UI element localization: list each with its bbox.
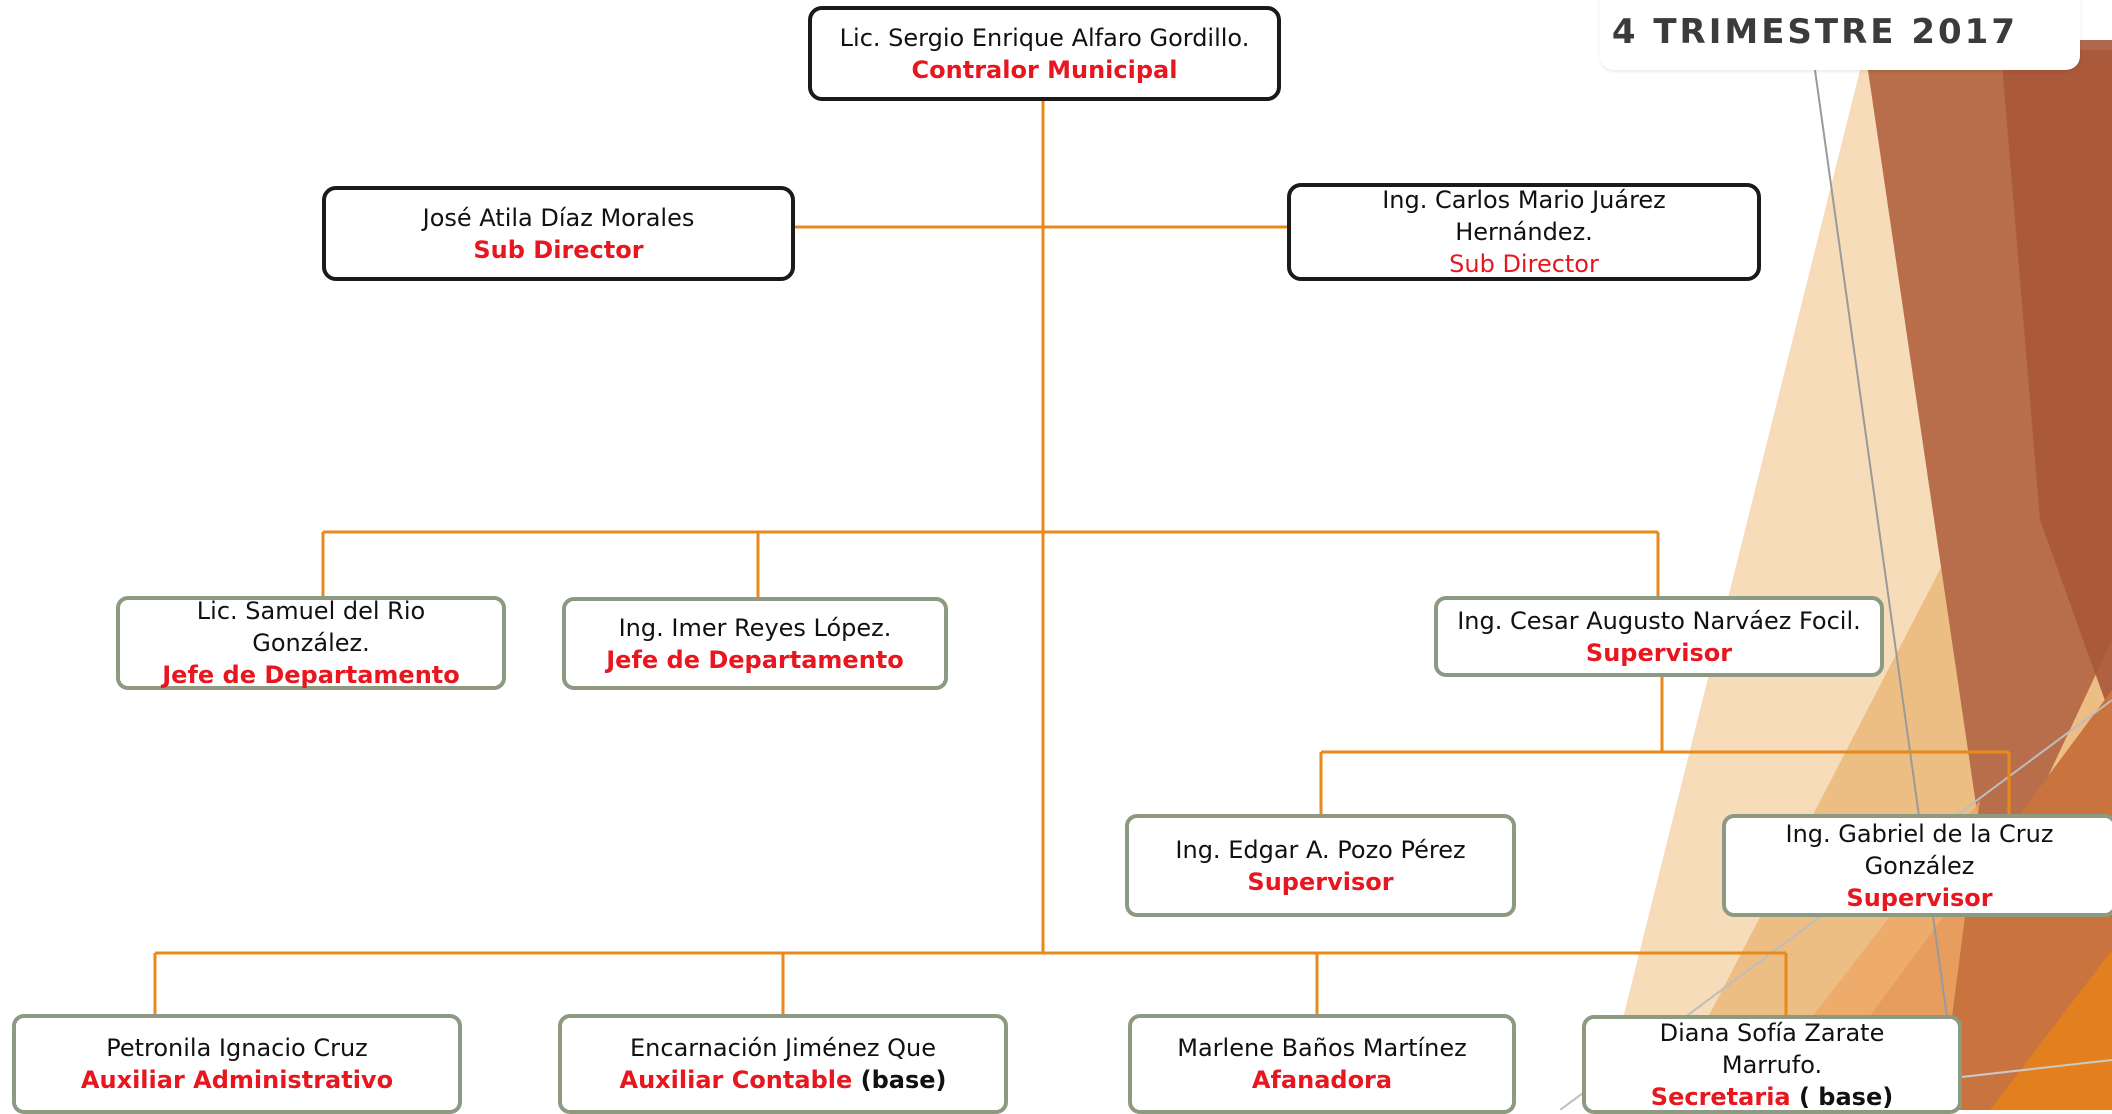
staff-petronila-role: Auxiliar Administrativo xyxy=(80,1066,394,1094)
supervisor-cesar-role: Supervisor xyxy=(1585,638,1733,667)
staff-diana-name-line2: Marrufo. xyxy=(1721,1050,1823,1079)
subdirector-right-name-line1: Ing. Carlos Mario Juárez xyxy=(1382,186,1666,214)
staff-encarnacion-role: Auxiliar Contable xyxy=(619,1066,853,1094)
node-supervisor-edgar: Ing. Edgar A. Pozo Pérez Supervisor xyxy=(1125,814,1516,917)
page-title: 4 TRIMESTRE 2017 xyxy=(1611,12,2018,52)
staff-diana-name-line1: Diana Sofía Zarate xyxy=(1659,1018,1885,1047)
subdirector-left-role: Sub Director xyxy=(473,235,644,264)
subdirector-right-name-line2: Hernández. xyxy=(1455,218,1593,246)
supervisor-cesar-name: Ing. Cesar Augusto Narváez Focil. xyxy=(1457,606,1861,635)
staff-marlene-name: Marlene Baños Martínez xyxy=(1177,1034,1467,1062)
staff-diana-role-line: Secretaria ( base) xyxy=(1651,1081,1893,1113)
node-staff-marlene: Marlene Baños Martínez Afanadora xyxy=(1128,1014,1516,1114)
deco-thin-line-1 xyxy=(1814,69,1961,1110)
node-supervisor-gabriel: Ing. Gabriel de la Cruz González Supervi… xyxy=(1722,814,2112,917)
jefe-samuel-role: Jefe de Departamento xyxy=(162,661,460,689)
contralor-name: Lic. Sergio Enrique Alfaro Gordillo. xyxy=(839,23,1250,52)
staff-marlene-role: Afanadora xyxy=(1251,1066,1393,1094)
staff-diana-note: ( base) xyxy=(1790,1082,1894,1111)
supervisor-gabriel-role: Supervisor xyxy=(1846,883,1993,912)
jefe-imer-role: Jefe de Departamento xyxy=(606,645,904,674)
supervisor-edgar-role: Supervisor xyxy=(1247,867,1394,896)
node-subdirector-right: Ing. Carlos Mario Juárez Hernández. Sub … xyxy=(1287,183,1761,281)
supervisor-edgar-name: Ing. Edgar A. Pozo Pérez xyxy=(1175,835,1466,864)
supervisor-gabriel-name-line1: Ing. Gabriel de la Cruz xyxy=(1785,819,2054,848)
staff-encarnacion-note: (base) xyxy=(852,1066,947,1094)
staff-petronila-name: Petronila Ignacio Cruz xyxy=(106,1034,368,1062)
subdirector-right-role: Sub Director xyxy=(1449,250,1599,278)
jefe-imer-name: Ing. Imer Reyes López. xyxy=(618,613,892,642)
subdirector-left-name: José Atila Díaz Morales xyxy=(422,203,695,232)
staff-encarnacion-role-line: Auxiliar Contable (base) xyxy=(620,1064,947,1096)
node-staff-petronila: Petronila Ignacio Cruz Auxiliar Administ… xyxy=(12,1014,462,1114)
node-subdirector-left: José Atila Díaz Morales Sub Director xyxy=(322,186,795,281)
node-contralor: Lic. Sergio Enrique Alfaro Gordillo. Con… xyxy=(808,6,1281,101)
node-staff-diana: Diana Sofía Zarate Marrufo. Secretaria (… xyxy=(1582,1015,1962,1114)
supervisor-gabriel-name-line2: González xyxy=(1864,851,1975,880)
contralor-role: Contralor Municipal xyxy=(911,55,1178,84)
jefe-samuel-name-line2: González. xyxy=(252,629,370,657)
jefe-samuel-name-line1: Lic. Samuel del Rio xyxy=(196,597,426,625)
node-jefe-imer: Ing. Imer Reyes López. Jefe de Departame… xyxy=(562,597,948,690)
node-supervisor-cesar: Ing. Cesar Augusto Narváez Focil. Superv… xyxy=(1434,596,1884,677)
node-staff-encarnacion: Encarnación Jiménez Que Auxiliar Contabl… xyxy=(558,1014,1008,1114)
deco-brown-dark-facet xyxy=(2000,40,2112,720)
node-jefe-samuel: Lic. Samuel del Rio González. Jefe de De… xyxy=(116,596,506,690)
staff-diana-role: Secretaria xyxy=(1650,1082,1791,1111)
title-panel: 4 TRIMESTRE 2017 xyxy=(1600,0,2080,70)
staff-encarnacion-name: Encarnación Jiménez Que xyxy=(630,1034,936,1062)
